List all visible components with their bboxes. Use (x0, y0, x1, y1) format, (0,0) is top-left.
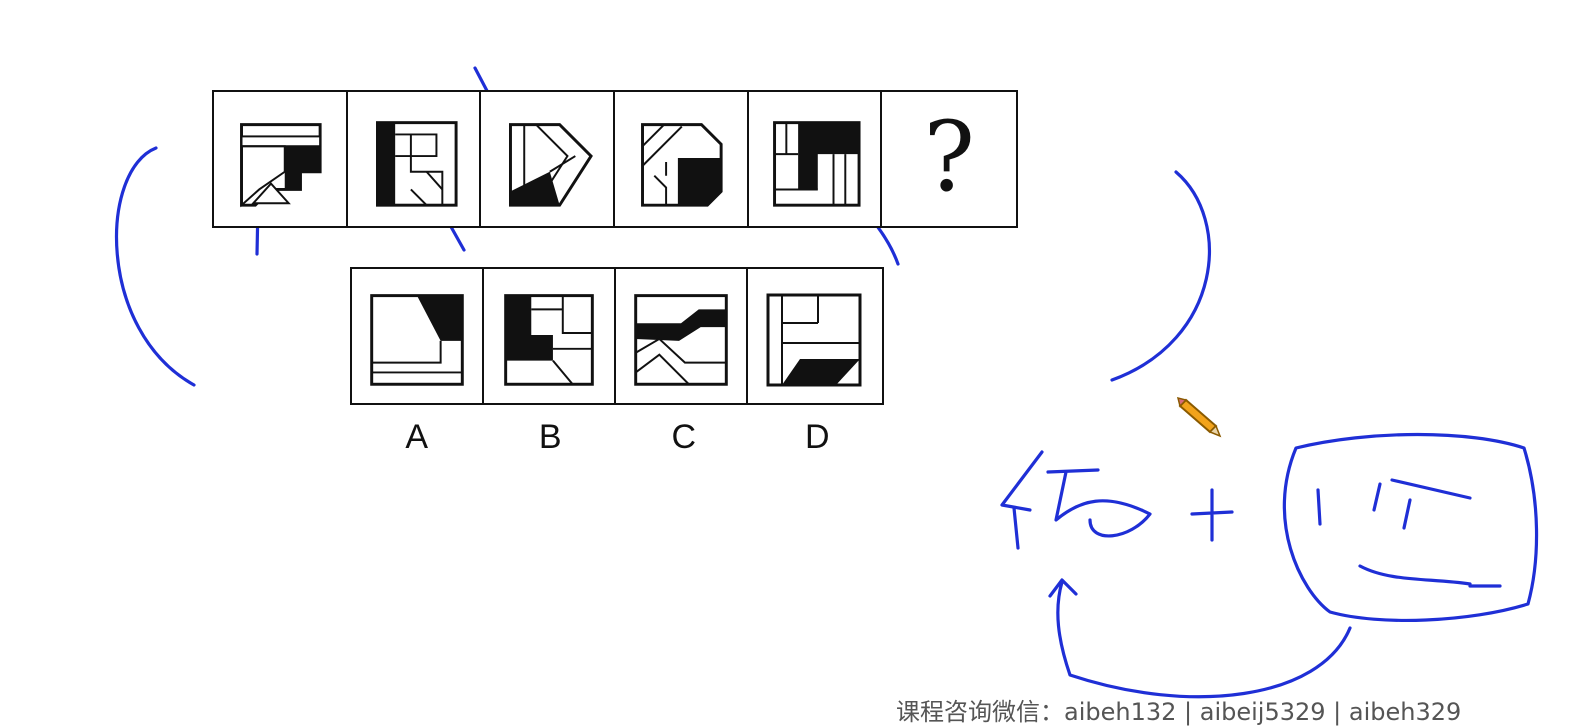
left-bracket-stroke (115, 146, 196, 387)
handwriting-box (1282, 432, 1539, 623)
handwriting-plus (1190, 488, 1234, 542)
option-b-figure[interactable] (484, 269, 616, 403)
handwriting-glyph-2 (1316, 478, 1502, 588)
option-label-c[interactable]: C (671, 418, 697, 456)
handwriting-arrow (1048, 578, 1352, 699)
option-a-figure[interactable] (352, 269, 484, 403)
option-label-b[interactable]: B (538, 418, 562, 456)
pencil-icon (1176, 396, 1222, 438)
sequence-row: ? (212, 90, 1018, 228)
watermark-text: 课程咨询微信：aibeh132 | aibeij5329 | aibeh329 (896, 698, 1462, 726)
sequence-figure-1 (214, 92, 348, 226)
sequence-figure-3 (481, 92, 616, 226)
option-d-figure[interactable] (748, 269, 880, 403)
handwriting-glyph-1 (1000, 450, 1152, 550)
sequence-figure-5 (748, 92, 883, 226)
option-c-figure[interactable] (616, 269, 748, 403)
option-label-a[interactable]: A (405, 418, 429, 456)
right-bracket-stroke (1110, 170, 1211, 382)
question-mark: ? (923, 101, 975, 213)
sequence-figure-2 (347, 92, 482, 226)
sequence-figure-missing: ? (882, 92, 1017, 226)
options-row (350, 267, 884, 405)
sequence-figure-4 (615, 92, 749, 226)
option-label-d[interactable]: D (804, 418, 830, 456)
option-labels: A B C D (350, 418, 884, 457)
